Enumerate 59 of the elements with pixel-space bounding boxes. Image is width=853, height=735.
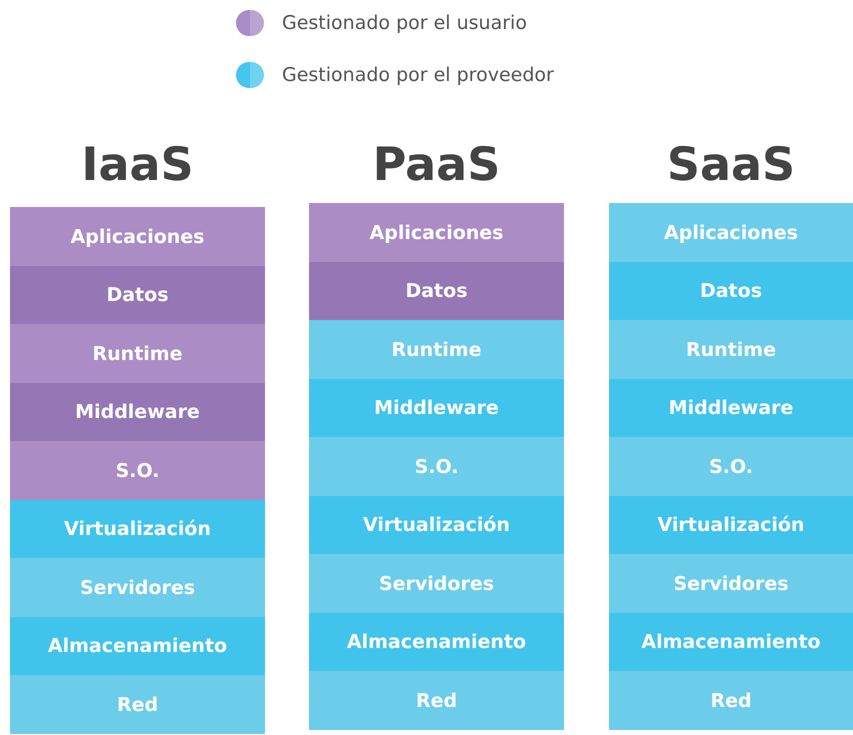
layer-bar bbox=[609, 437, 853, 496]
layer-bar bbox=[609, 496, 853, 554]
layer-label: Virtualización bbox=[64, 518, 211, 540]
layer-label: Datos bbox=[700, 280, 762, 302]
layer-bar bbox=[609, 612, 853, 672]
layer-label: S.O. bbox=[414, 456, 458, 478]
layer-label: Middleware bbox=[668, 397, 794, 419]
layer-bar bbox=[309, 320, 564, 379]
layer-label: Middleware bbox=[374, 397, 499, 419]
layer-label: Aplicaciones bbox=[370, 222, 504, 244]
layer-bar bbox=[10, 207, 265, 266]
layer-label: Middleware bbox=[75, 401, 200, 423]
layer-bar bbox=[10, 558, 265, 617]
layer-label: Red bbox=[710, 690, 752, 712]
legend-label: Gestionado por el usuario bbox=[282, 12, 527, 34]
layer-bar bbox=[309, 554, 564, 613]
layer-bar bbox=[10, 266, 265, 324]
legend-label: Gestionado por el proveedor bbox=[282, 64, 554, 86]
column-heading: SaaS bbox=[666, 136, 796, 193]
layer-label: Aplicaciones bbox=[70, 226, 204, 248]
layer-label: Almacenamiento bbox=[641, 631, 821, 653]
layer-bar bbox=[609, 554, 853, 613]
layer-bar bbox=[10, 324, 265, 383]
layer-bar bbox=[10, 675, 265, 734]
layer-label: Servidores bbox=[378, 572, 494, 594]
layer-bar bbox=[309, 671, 564, 730]
layer-label: Datos bbox=[405, 280, 468, 302]
layer-label: Aplicaciones bbox=[664, 222, 798, 244]
layer-bar bbox=[609, 320, 853, 379]
layer-label: Servidores bbox=[80, 576, 196, 598]
layer-bar bbox=[309, 496, 564, 554]
layer-label: Almacenamiento bbox=[346, 631, 526, 653]
layer-bar bbox=[10, 500, 265, 558]
layer-bar bbox=[309, 203, 564, 262]
layer-label: Servidores bbox=[673, 572, 789, 594]
layer-label: Almacenamiento bbox=[48, 635, 228, 657]
layer-bar bbox=[10, 441, 265, 500]
layer-label: Runtime bbox=[92, 342, 182, 364]
layer-label: Red bbox=[416, 690, 458, 712]
layer-bar bbox=[309, 262, 564, 320]
column-heading: PaaS bbox=[372, 136, 502, 193]
layer-bar bbox=[309, 378, 564, 438]
layer-label: Runtime bbox=[392, 338, 482, 360]
layer-label: S.O. bbox=[709, 456, 753, 478]
layer-bar bbox=[309, 437, 564, 496]
layer-bar bbox=[609, 378, 853, 438]
layer-bar bbox=[10, 382, 265, 442]
layer-bar bbox=[10, 616, 265, 676]
layer-label: S.O. bbox=[116, 460, 160, 482]
layer-label: Datos bbox=[106, 284, 169, 306]
layer-label: Red bbox=[116, 694, 158, 716]
layer-bar bbox=[609, 671, 853, 730]
layer-bar bbox=[609, 262, 853, 320]
layer-label: Virtualización bbox=[363, 514, 510, 536]
layer-bar bbox=[309, 612, 564, 672]
column-heading: IaaS bbox=[80, 136, 195, 193]
layer-bar bbox=[609, 203, 853, 262]
layer-label: Virtualización bbox=[658, 514, 804, 536]
layer-label: Runtime bbox=[686, 338, 776, 360]
